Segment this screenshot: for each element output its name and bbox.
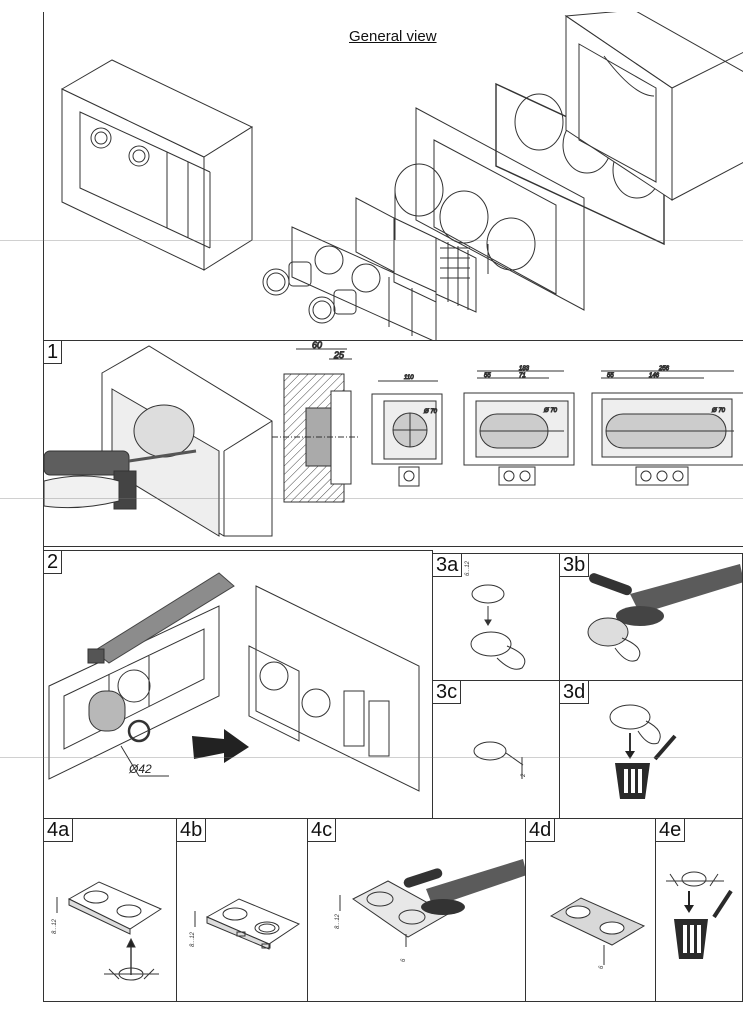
thickness-label: 8...12 bbox=[335, 913, 341, 929]
ring-handle bbox=[496, 645, 526, 670]
step-4b-panel: 4b 8...12 bbox=[176, 818, 308, 1002]
plate bbox=[549, 897, 646, 946]
arrow-right-icon bbox=[192, 729, 249, 763]
dim-width: 256 bbox=[658, 366, 670, 372]
insert-disc bbox=[471, 584, 505, 604]
insert-disc bbox=[473, 741, 507, 761]
spacer-ring bbox=[470, 631, 512, 657]
template-panel bbox=[48, 605, 220, 780]
step-3a-panel: 3a 6...12 bbox=[432, 553, 560, 681]
wall-box bbox=[564, 12, 743, 201]
step-3d-drawing bbox=[609, 704, 677, 799]
angle-grinder-icon bbox=[403, 859, 525, 915]
socket-mechanisms bbox=[355, 197, 477, 313]
step-label: 4c bbox=[308, 819, 337, 842]
power-drill-icon bbox=[87, 572, 235, 664]
dim-depth-total: 60 bbox=[312, 341, 322, 350]
gap-label: 6 bbox=[599, 965, 605, 969]
cutout-single bbox=[371, 380, 443, 487]
angle-grinder-icon bbox=[589, 564, 742, 626]
trash-bin-icon bbox=[615, 734, 677, 799]
step-3c-drawing: 2 bbox=[473, 741, 527, 779]
thickness-label: 6...12 bbox=[465, 560, 471, 576]
thickness-label: 2 bbox=[521, 773, 527, 778]
step-label: 4b bbox=[177, 819, 207, 842]
step-label: 4a bbox=[44, 819, 74, 842]
step-4c-panel: 4c 8...12 6 bbox=[307, 818, 526, 1002]
dim-sub-right: 146 bbox=[649, 373, 660, 379]
step-label: 3d bbox=[560, 681, 590, 704]
step-3b-panel: 3b bbox=[559, 553, 743, 681]
dim-sub-right: 71 bbox=[519, 373, 526, 379]
step-3b-drawing bbox=[587, 564, 742, 662]
step-4d-panel: 4d 6 bbox=[525, 818, 656, 1002]
section-view bbox=[272, 348, 358, 503]
step-3d-panel: 3d bbox=[559, 680, 743, 820]
step-4e-drawing bbox=[666, 871, 733, 959]
socket-inserts bbox=[262, 261, 357, 324]
step-label: 4d bbox=[526, 819, 556, 842]
cutout-triple bbox=[591, 370, 743, 486]
dim-width: 110 bbox=[404, 375, 414, 381]
spacer-clip bbox=[666, 871, 724, 887]
cutout-double bbox=[463, 370, 575, 486]
general-view-title: General view bbox=[349, 28, 437, 45]
drill-icon bbox=[44, 449, 197, 510]
step-2-drawing: Ø42 bbox=[48, 572, 420, 792]
general-view-panel: General view bbox=[43, 12, 743, 344]
step-label: 2 bbox=[44, 551, 63, 574]
dim-sub-left: 55 bbox=[607, 373, 614, 379]
thickness-label: 8...12 bbox=[190, 931, 196, 947]
drill-diameter: Ø42 bbox=[128, 762, 152, 776]
dim-sub-left: 55 bbox=[484, 373, 491, 379]
mounting-boxes bbox=[394, 163, 536, 274]
dim-radius: Ø 70 bbox=[543, 408, 558, 414]
step-4a-panel: 4a 8...12 bbox=[43, 818, 177, 1002]
dim-width: 183 bbox=[519, 366, 530, 372]
step-1-panel: 1 60 bbox=[43, 340, 743, 547]
thickness-label: 8...12 bbox=[52, 918, 58, 934]
step-4a-drawing: 8...12 bbox=[52, 881, 163, 981]
dim-radius: Ø 70 bbox=[711, 408, 726, 414]
gap-label: 6 bbox=[401, 958, 407, 962]
wall-plate bbox=[415, 107, 585, 311]
step-label: 4e bbox=[656, 819, 686, 842]
scan-artifact bbox=[0, 240, 743, 241]
finished-panel bbox=[248, 585, 420, 792]
step-1-drawing: 60 25 110 Ø 70 bbox=[44, 341, 743, 537]
step-4e-panel: 4e bbox=[655, 818, 743, 1002]
step-label: 3a bbox=[433, 554, 463, 577]
step-4c-drawing: 8...12 6 bbox=[335, 859, 525, 962]
step-3a-drawing: 6...12 bbox=[465, 560, 526, 670]
scan-artifact bbox=[0, 498, 743, 499]
step-3c-panel: 3c 2 bbox=[432, 680, 560, 820]
spacer-ring bbox=[609, 704, 661, 745]
step-label: 1 bbox=[44, 341, 63, 364]
step-2-panel: 2 bbox=[43, 550, 433, 820]
step-4b-drawing: 8...12 bbox=[190, 898, 301, 950]
exploded-assembly-drawing bbox=[60, 12, 743, 343]
hole-saw-icon bbox=[88, 690, 151, 743]
trash-bin-icon bbox=[674, 889, 733, 959]
spacer-ring bbox=[587, 617, 641, 662]
step-label: 3c bbox=[433, 681, 462, 704]
frame-plate bbox=[291, 226, 437, 343]
dim-depth-recess: 25 bbox=[333, 350, 345, 360]
finished-box bbox=[60, 59, 254, 271]
scan-artifact bbox=[0, 757, 743, 758]
step-label: 3b bbox=[560, 554, 590, 577]
dim-radius: Ø 70 bbox=[423, 409, 438, 415]
step-4d-drawing: 6 bbox=[549, 897, 646, 969]
